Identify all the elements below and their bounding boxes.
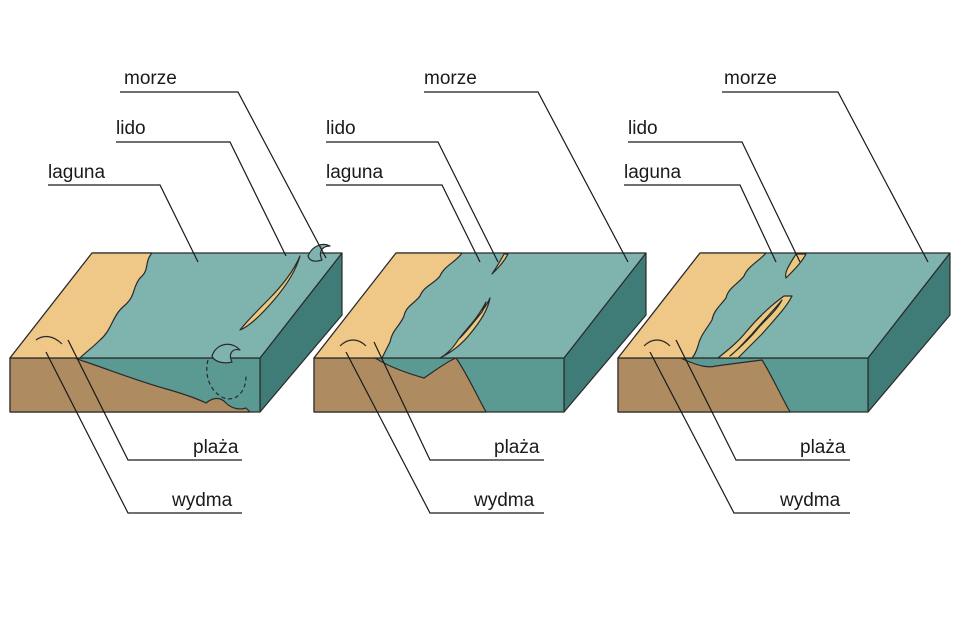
label-beach: plaża bbox=[494, 437, 540, 458]
leader-line-lagoon bbox=[326, 184, 481, 263]
panel-stage-2: morze lido laguna plaża wydma bbox=[313, 68, 647, 514]
leader-line-sea bbox=[424, 91, 629, 263]
leader-line-sea bbox=[120, 91, 327, 259]
label-sea: morze bbox=[724, 68, 777, 89]
lido-bar bbox=[491, 253, 509, 275]
leader-line-beach bbox=[373, 341, 544, 461]
panel-stage-3: morze lido laguna plaża wydma bbox=[617, 68, 951, 514]
lido-bar-core bbox=[459, 301, 487, 339]
sandbar bbox=[239, 255, 301, 331]
lido-bar bbox=[785, 253, 807, 279]
leader-line-dune bbox=[345, 351, 544, 514]
label-lido: lido bbox=[326, 118, 356, 139]
leader-line-beach bbox=[67, 339, 242, 461]
dune-crest-line bbox=[643, 339, 671, 347]
lido-bar-core bbox=[729, 299, 783, 357]
leader-line-lido bbox=[628, 141, 801, 263]
label-beach: plaża bbox=[193, 437, 239, 458]
leader-line-dune bbox=[649, 351, 850, 514]
land-surface bbox=[617, 252, 767, 359]
label-beach: plaża bbox=[800, 437, 846, 458]
leader-line-sea bbox=[722, 91, 929, 263]
dune-crest-line bbox=[339, 339, 367, 347]
label-lagoon: laguna bbox=[326, 162, 383, 183]
wave-crest bbox=[211, 343, 241, 364]
label-dune: wydma bbox=[779, 490, 841, 511]
leader-line-beach bbox=[675, 339, 850, 461]
label-lido: lido bbox=[628, 118, 658, 139]
leader-line-lagoon bbox=[48, 184, 199, 263]
label-dune: wydma bbox=[473, 490, 535, 511]
land-surface bbox=[9, 252, 153, 359]
land-surface bbox=[313, 252, 463, 359]
label-lido: lido bbox=[116, 118, 146, 139]
label-dune: wydma bbox=[171, 490, 233, 511]
leader-line-lido bbox=[116, 141, 287, 257]
dune-crest-line bbox=[35, 335, 63, 345]
panel-stage-1: morze lido laguna plaża wydma bbox=[9, 68, 343, 514]
wave-submerged-outline bbox=[206, 359, 247, 400]
label-sea: morze bbox=[124, 68, 177, 89]
label-lagoon: laguna bbox=[48, 162, 105, 183]
leader-line-dune bbox=[45, 351, 242, 514]
label-lagoon: laguna bbox=[624, 162, 681, 183]
leader-line-lido bbox=[326, 141, 499, 263]
leader-line-lagoon bbox=[624, 184, 777, 263]
label-sea: morze bbox=[424, 68, 477, 89]
